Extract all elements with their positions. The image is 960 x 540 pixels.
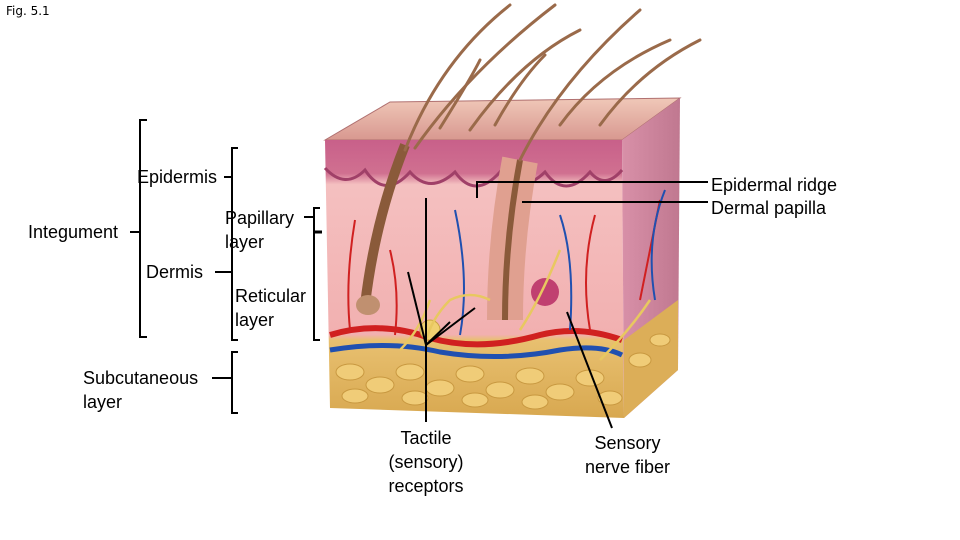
integument-bracket	[140, 120, 147, 337]
skin-surface	[325, 98, 680, 140]
tactile-label-line3: receptors	[376, 474, 476, 498]
papillary-label-line1: Papillary	[225, 206, 294, 230]
sensory-label-line2: nerve fiber	[570, 455, 685, 479]
reticular-label-line2: layer	[235, 308, 306, 332]
subcutaneous-label: Subcutaneous layer	[83, 366, 198, 414]
reticular-layer-label: Reticular layer	[235, 284, 306, 332]
epidermis-label: Epidermis	[137, 165, 217, 189]
epidermal-ridge-label: Epidermal ridge	[711, 173, 837, 197]
subcutaneous-bracket	[232, 352, 238, 413]
integument-label: Integument	[28, 220, 118, 244]
reticular-label-line1: Reticular	[235, 284, 306, 308]
sensory-nerve-fiber-label: Sensory nerve fiber	[570, 431, 685, 479]
skin-block-illustration	[325, 5, 700, 418]
dermal-papilla-label: Dermal papilla	[711, 196, 826, 220]
dermis-label: Dermis	[146, 260, 203, 284]
sensory-label-line1: Sensory	[570, 431, 685, 455]
papillary-reticular-bracket	[314, 208, 320, 340]
tactile-label-line2: (sensory)	[376, 450, 476, 474]
subcutaneous-label-line2: layer	[83, 390, 198, 414]
papillary-label-line2: layer	[225, 230, 294, 254]
subcutaneous-label-line1: Subcutaneous	[83, 366, 198, 390]
tactile-label-line1: Tactile	[376, 426, 476, 450]
tactile-receptors-label: Tactile (sensory) receptors	[376, 426, 476, 498]
papillary-layer-label: Papillary layer	[225, 206, 294, 254]
